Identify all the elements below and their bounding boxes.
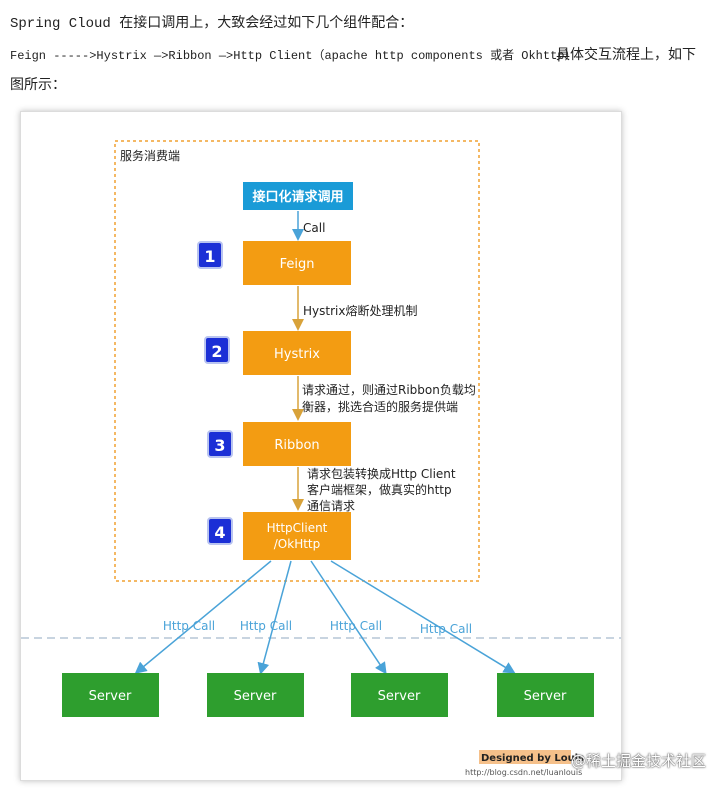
httpclient-label-line1: HttpClient <box>267 521 328 535</box>
edge2-label-line2: 衡器，挑选合适的服务提供端 <box>302 399 458 414</box>
credit-bg <box>479 750 571 764</box>
badge-3-label: 3 <box>214 436 225 455</box>
badge-1-label: 1 <box>204 247 215 266</box>
badge-3 <box>207 430 233 458</box>
edge3-label-line1: 请求包装转换成Http Client <box>307 466 456 481</box>
http-call-label-3: Http Call <box>330 619 382 633</box>
intro-line-2-tail: 具体交互流程上，如下 <box>556 47 696 63</box>
server-box-1[interactable] <box>62 673 159 717</box>
http-call-label-4: Http Call <box>420 622 472 636</box>
consumer-region <box>114 140 480 582</box>
edge2-label-line1: 请求通过，则通过Ribbon负载均 <box>302 383 476 397</box>
entry-box[interactable] <box>243 182 353 210</box>
intro-line-3: 图所示： <box>10 77 66 93</box>
call-label: Call <box>303 221 325 235</box>
arrow-http-call-1 <box>134 560 272 674</box>
badge-2 <box>204 336 230 364</box>
server-box-2[interactable] <box>207 673 304 717</box>
http-call-label-2: Http Call <box>240 619 292 633</box>
intro-line-2: Feign ----->Hystrix —>Ribbon —>Http Clie… <box>10 49 577 63</box>
feign-box[interactable] <box>243 241 351 285</box>
badge-2-label: 2 <box>211 342 222 361</box>
http-call-label-1: Http Call <box>163 619 215 633</box>
entry-box-label: 接口化请求调用 <box>252 189 343 205</box>
arrow-http-call-3 <box>310 560 387 675</box>
edge3-label-line2: 客户端框架，做真实的http <box>307 482 452 497</box>
badge-4-label: 4 <box>214 523 225 542</box>
credit-label: Designed by Louis <box>481 753 584 764</box>
badge-1 <box>197 241 223 269</box>
intro-line-1: Spring Cloud 在接口调用上，大致会经过如下几个组件配合： <box>10 16 414 32</box>
flow-diagram: 服务消费端 接口化请求调用 Call 1 Feign Hystrix熔断处理机制… <box>21 140 621 777</box>
httpclient-label-line2: /OkHttp <box>274 537 321 551</box>
feign-label: Feign <box>280 257 315 272</box>
hystrix-box[interactable] <box>243 331 351 375</box>
server-box-4[interactable] <box>497 673 594 717</box>
ribbon-box[interactable] <box>243 422 351 466</box>
watermark: @稀土掘金技术社区 <box>570 752 706 770</box>
credit-url: http://blog.csdn.net/luanlouis <box>465 768 582 777</box>
server-label-3: Server <box>378 689 421 704</box>
arrow-http-call-2 <box>257 560 292 675</box>
edge1-label: Hystrix熔断处理机制 <box>303 303 417 318</box>
flow-diagram-figure: 服务消费端 接口化请求调用 Call 1 Feign Hystrix熔断处理机制… <box>20 111 622 781</box>
edge3-label-line3: 通信请求 <box>307 499 355 513</box>
consumer-label: 服务消费端 <box>120 148 180 163</box>
server-label-1: Server <box>89 689 132 704</box>
ribbon-label: Ribbon <box>274 438 319 453</box>
server-label-4: Server <box>524 689 567 704</box>
server-box-3[interactable] <box>351 673 448 717</box>
httpclient-box[interactable] <box>243 512 351 560</box>
arrow-http-call-4 <box>330 560 516 674</box>
server-label-2: Server <box>234 689 277 704</box>
hystrix-label: Hystrix <box>274 347 320 362</box>
badge-4 <box>207 517 233 545</box>
